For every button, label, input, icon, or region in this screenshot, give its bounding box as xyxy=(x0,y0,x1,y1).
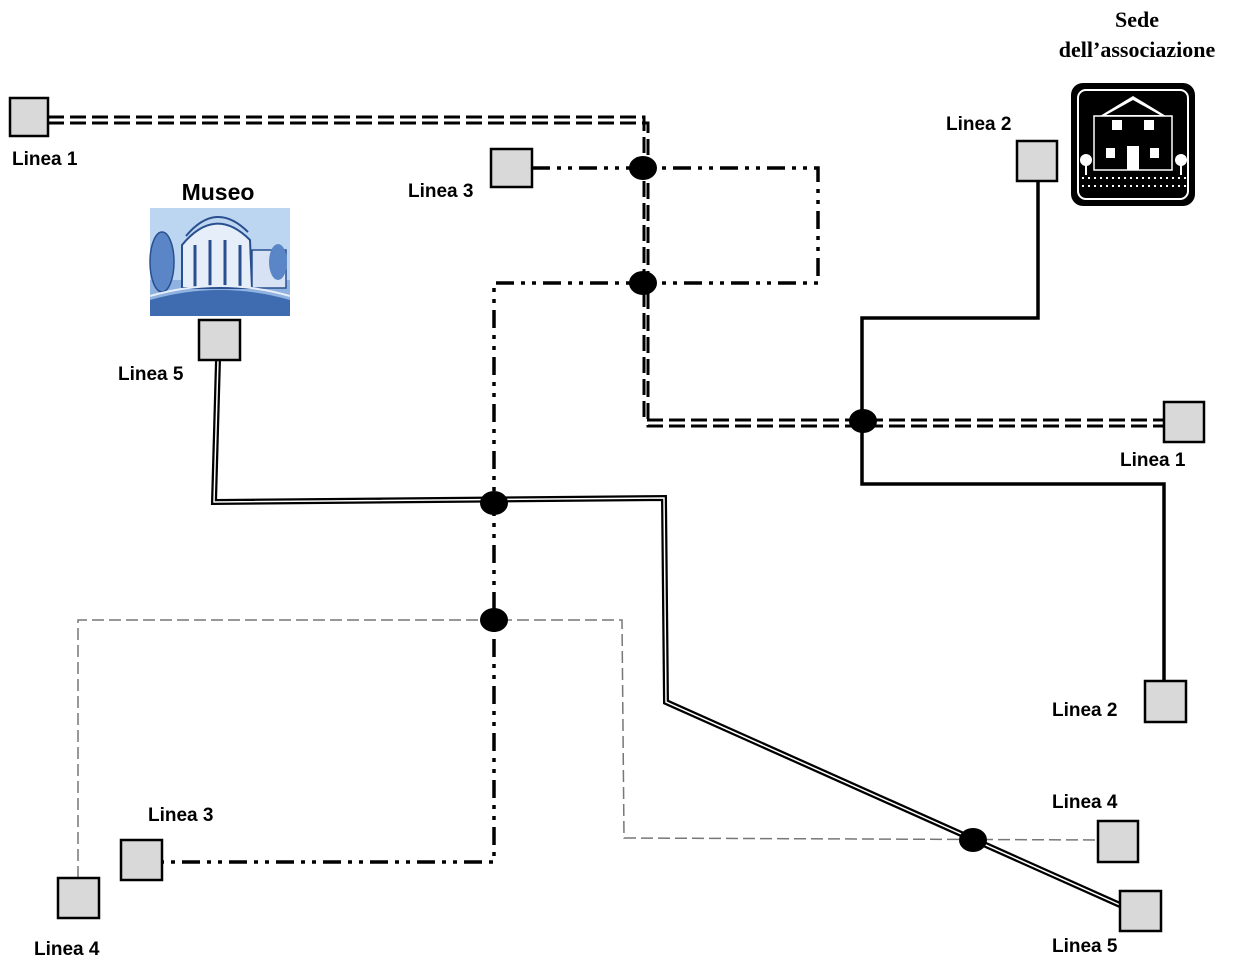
terminal-label: Linea 1 xyxy=(12,149,78,170)
terminal-linea-2[interactable] xyxy=(1143,679,1188,724)
terminal-linea-5[interactable] xyxy=(1118,889,1163,933)
interchange-stop[interactable] xyxy=(629,156,657,180)
interchange-stop[interactable] xyxy=(480,608,508,632)
terminal-linea-2[interactable] xyxy=(1015,139,1059,183)
terminal-linea-1[interactable] xyxy=(1162,400,1206,444)
line-2-route xyxy=(860,180,1166,682)
line-4-route xyxy=(77,619,1099,878)
line-5-route xyxy=(210,359,1122,908)
headquarters-title-line-2: dell’associazione xyxy=(1059,37,1216,62)
terminal-linea-3[interactable] xyxy=(119,838,164,882)
interchange-stop[interactable] xyxy=(959,828,987,852)
terminal-label: Linea 4 xyxy=(34,939,100,960)
terminal-linea-1[interactable] xyxy=(8,96,50,138)
interchange-stops xyxy=(480,156,987,852)
terminal-label: Linea 5 xyxy=(118,364,184,385)
terminal-label: Linea 4 xyxy=(1052,792,1118,813)
terminal-label: Linea 5 xyxy=(1052,936,1118,957)
house-icon[interactable] xyxy=(1071,83,1195,206)
museum-icon[interactable] xyxy=(149,208,291,316)
terminals xyxy=(8,96,1206,933)
terminal-label: Linea 3 xyxy=(148,805,213,826)
terminal-labels: Linea 1 Linea 1 Linea 2 Linea 2 Linea 3 … xyxy=(12,114,1186,960)
terminal-linea-4[interactable] xyxy=(56,876,101,920)
museum-label: Museo xyxy=(182,179,255,205)
terminal-linea-4[interactable] xyxy=(1096,819,1140,864)
headquarters-title-line-1: Sede xyxy=(1115,7,1159,32)
terminal-label: Linea 1 xyxy=(1120,450,1186,471)
terminal-label: Linea 2 xyxy=(1052,700,1117,721)
terminal-label: Linea 3 xyxy=(408,181,473,202)
terminal-linea-5[interactable] xyxy=(197,318,242,362)
interchange-stop[interactable] xyxy=(849,409,877,433)
interchange-stop[interactable] xyxy=(629,271,657,295)
terminal-label: Linea 2 xyxy=(946,114,1011,135)
interchange-stop[interactable] xyxy=(480,491,508,515)
terminal-linea-3[interactable] xyxy=(489,147,534,189)
line-3-route xyxy=(162,166,820,864)
